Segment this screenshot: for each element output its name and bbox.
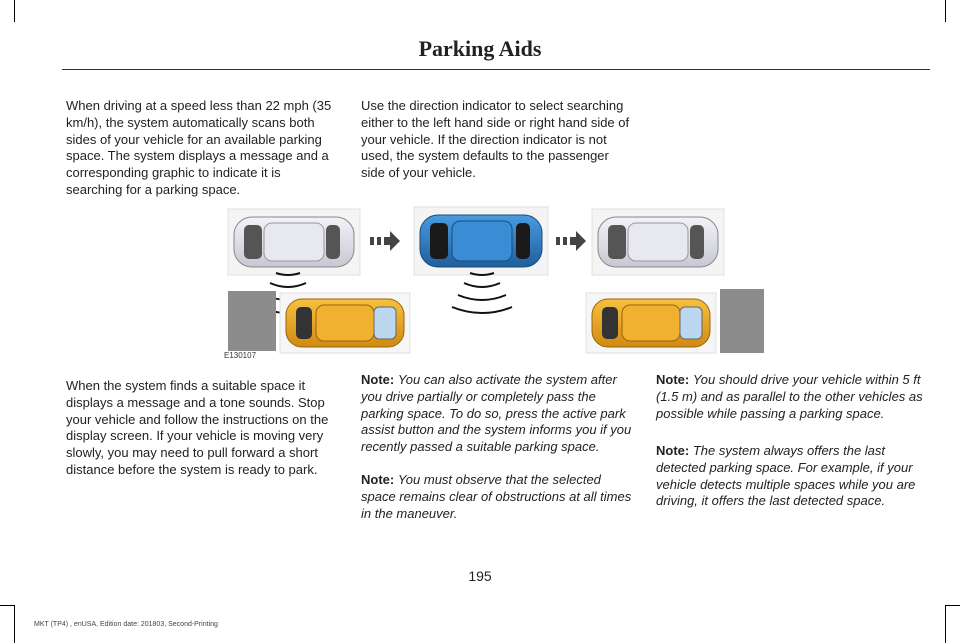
orange-car-2 xyxy=(585,292,717,354)
crop-mark-bottom-left-h xyxy=(0,605,15,606)
note-3: Note: You should drive your vehicle with… xyxy=(656,372,930,422)
crop-mark-bottom-right-h xyxy=(945,605,960,606)
figure-code: E130107 xyxy=(224,351,257,360)
parking-scan-figure xyxy=(227,206,764,354)
page-number: 195 xyxy=(468,568,492,584)
blue-car xyxy=(413,206,549,276)
note-text: You must observe that the selected space… xyxy=(361,472,632,521)
arrow-right-icon xyxy=(370,231,400,251)
note-text: The system always offers the last detect… xyxy=(656,443,916,509)
note-label: Note: xyxy=(656,443,693,458)
note-1: Note: You can also activate the system a… xyxy=(361,372,635,456)
white-car-2 xyxy=(591,208,725,276)
note-label: Note: xyxy=(361,372,398,387)
note-text: You can also activate the system after y… xyxy=(361,372,632,455)
sensor-wave-icon xyxy=(451,272,513,314)
crop-mark-top-left xyxy=(14,0,15,22)
note-text: You should drive your vehicle within 5 f… xyxy=(656,372,923,421)
crop-mark-bottom-left-v xyxy=(14,605,15,643)
crop-mark-bottom-right-v xyxy=(945,605,946,643)
page-title: Parking Aids xyxy=(418,36,542,61)
note-label: Note: xyxy=(361,472,398,487)
obstacle-right xyxy=(720,289,764,353)
arrow-right-icon xyxy=(556,231,586,251)
body-left-paragraph: When the system finds a suitable space i… xyxy=(66,378,329,477)
white-car-1 xyxy=(227,208,361,276)
intro-right-paragraph: Use the direction indicator to select se… xyxy=(361,98,630,181)
crop-mark-top-right xyxy=(945,0,946,22)
note-label: Note: xyxy=(656,372,693,387)
intro-left-paragraph: When driving at a speed less than 22 mph… xyxy=(66,98,332,197)
orange-car-1 xyxy=(279,292,411,354)
header-rule xyxy=(62,69,930,70)
note-4: Note: The system always offers the last … xyxy=(656,443,930,510)
note-2: Note: You must observe that the selected… xyxy=(361,472,635,522)
edition-footer: MKT (TP4) , enUSA, Edition date: 201803,… xyxy=(34,621,218,628)
obstacle-left xyxy=(228,291,276,351)
